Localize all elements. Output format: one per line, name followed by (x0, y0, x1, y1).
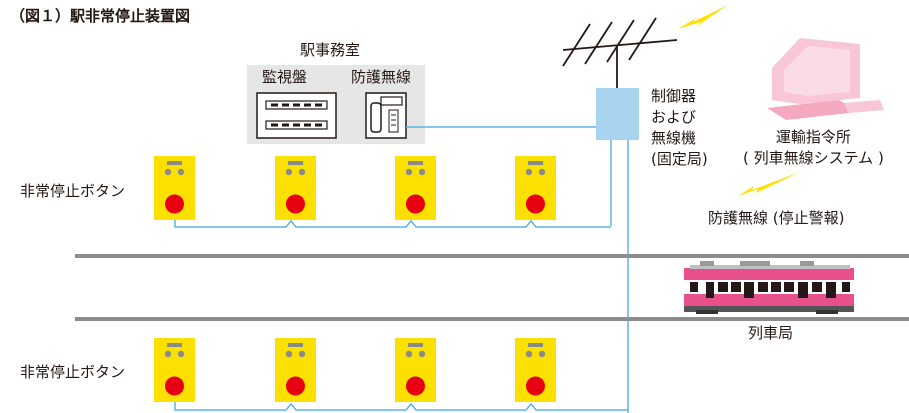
controller-label: 制御器 および 無線機 (固定局) (651, 87, 708, 168)
emergency-button-icon (154, 156, 195, 220)
monitor-panel-icon (256, 92, 337, 139)
controller-box (596, 88, 639, 140)
diagram-title: （図１）駅非常停止装置図 (10, 7, 191, 25)
emergency-button-label-upper: 非常停止ボタン (20, 182, 126, 200)
dispatch-center-label: 運輸指令所 ( 列車無線システム ) (743, 128, 884, 167)
emergency-button-label-lower: 非常停止ボタン (20, 363, 126, 381)
monitor-panel-label: 監視盤 (262, 68, 308, 86)
warning-signal-label: 防護無線 (停止警報) (708, 209, 845, 227)
emergency-buttons (154, 156, 556, 402)
emergency-button-icon (154, 338, 195, 402)
computer-icon (767, 38, 884, 120)
emergency-button-icon (275, 338, 316, 402)
train-station-label: 列車局 (748, 324, 794, 342)
rail-lower (75, 317, 909, 321)
lightning-icon (738, 172, 800, 196)
train-icon (684, 261, 854, 314)
wiring (174, 126, 629, 413)
emergency-button-icon (395, 156, 436, 220)
radio-device-icon (365, 92, 407, 139)
antenna-icon (562, 17, 678, 88)
emergency-button-icon (395, 338, 436, 402)
emergency-button-icon (275, 156, 316, 220)
station-office-label: 駅事務室 (300, 41, 361, 59)
emergency-button-icon (515, 338, 556, 402)
lightning-icon (678, 5, 728, 29)
rail-upper (75, 254, 909, 258)
emergency-button-icon (515, 156, 556, 220)
protection-radio-label: 防護無線 (351, 68, 412, 86)
